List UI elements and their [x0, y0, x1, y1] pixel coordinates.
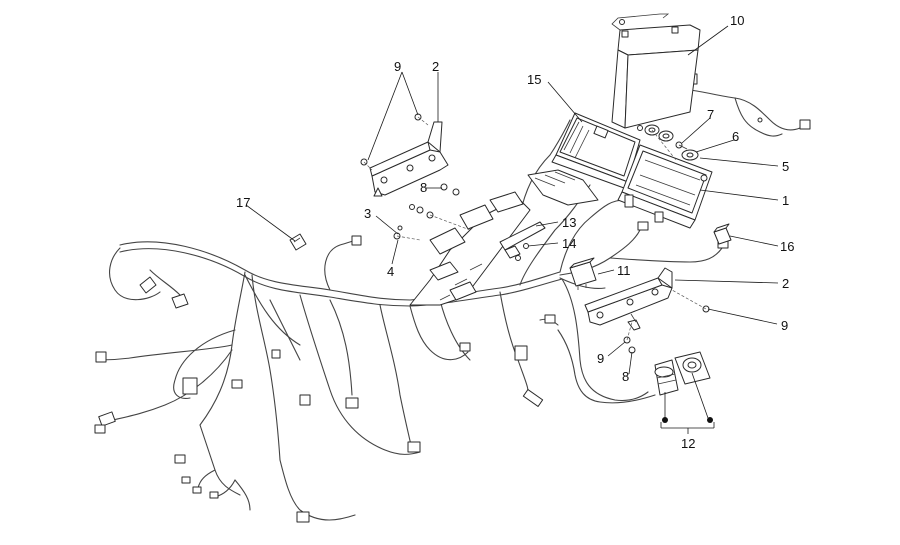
callout-11: 11: [617, 263, 631, 278]
battery: [611, 13, 701, 129]
callout-15: 15: [527, 72, 541, 87]
callout-labels: 10 15 9 2 7 6 5 1 8 17 3 4 13 14 11 16 2…: [236, 13, 794, 451]
ignition-switch-assembly: [557, 329, 711, 404]
callout-3: 3: [364, 206, 371, 221]
relay: [569, 257, 597, 290]
central-fuse-holder: [409, 169, 599, 306]
callout-16: 16: [780, 239, 794, 254]
washers-and-screw: [637, 124, 699, 161]
control-unit-box: [617, 144, 713, 229]
callout-13: 13: [562, 215, 576, 230]
callout-dot: [662, 417, 668, 423]
callout-2-lower: 2: [782, 276, 789, 291]
bracket-lower: [584, 267, 673, 331]
callout-12: 12: [681, 436, 695, 451]
callout-6: 6: [732, 129, 739, 144]
connector-part-16: [713, 223, 732, 245]
callout-7: 7: [707, 107, 714, 122]
callout-8-lower: 8: [622, 369, 629, 384]
callout-9-upper: 9: [394, 59, 401, 74]
callout-1: 1: [782, 193, 789, 208]
bracket-upper: [369, 121, 449, 197]
callout-14: 14: [562, 236, 576, 251]
callout-dot: [707, 417, 713, 423]
callout-8-upper: 8: [420, 180, 427, 195]
callout-9-right: 9: [781, 318, 788, 333]
callout-9-lower: 9: [597, 351, 604, 366]
callout-10: 10: [730, 13, 744, 28]
assembly-lines: [363, 116, 707, 341]
ecu-unit: [551, 112, 641, 189]
small-bracket: [499, 221, 546, 261]
clip-part-17: [289, 233, 307, 251]
callout-5: 5: [782, 159, 789, 174]
callout-17: 17: [236, 195, 250, 210]
callout-4: 4: [387, 264, 394, 279]
callout-2-upper: 2: [432, 59, 439, 74]
leader-lines: [245, 25, 779, 434]
